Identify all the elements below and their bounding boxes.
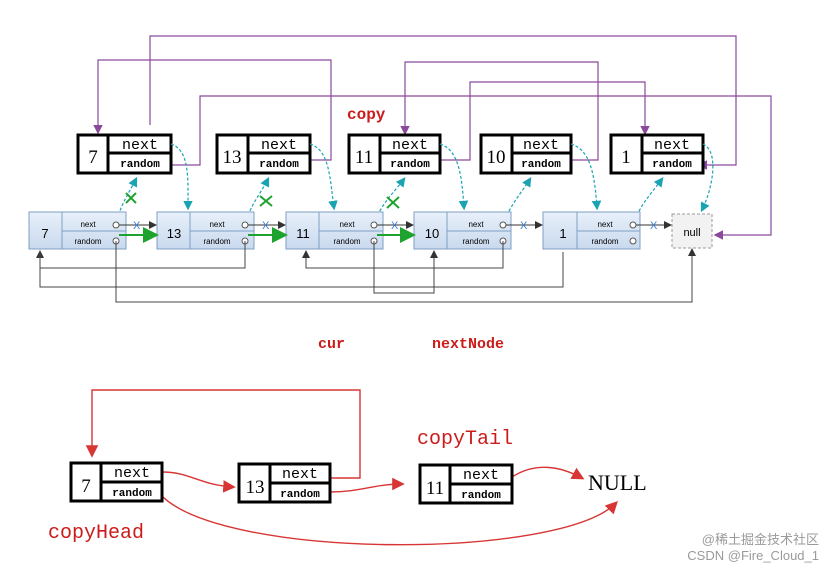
original-node-value: 10 [425, 226, 439, 241]
copied-node-value: 11 [355, 147, 373, 168]
copied-node: 13 next random [215, 133, 312, 175]
original-node-value: 13 [167, 226, 181, 241]
random-label: random [333, 237, 360, 246]
bottom-links [85, 389, 618, 546]
next-label: next [339, 220, 355, 229]
random-label: random [462, 237, 489, 246]
copied-node-value: 10 [487, 147, 506, 168]
next-label: next [468, 220, 484, 229]
original-node-value: 11 [296, 226, 310, 241]
next-label: next [463, 467, 499, 484]
null-label: null [683, 227, 700, 239]
null-node: null [671, 213, 713, 249]
random-label: random [390, 159, 430, 171]
watermark-line-1: @稀土掘金技术社区 [701, 532, 819, 547]
next-label: next [209, 220, 225, 229]
copied-node-value: 1 [621, 147, 631, 168]
random-label: random [280, 489, 320, 501]
next-label: next [282, 466, 318, 483]
copied-node-value: 7 [88, 147, 98, 168]
random-label: random [74, 237, 101, 246]
next-node-label: nextNode [432, 336, 504, 353]
watermark: @稀土掘金技术社区 CSDN @Fire_Cloud_1 [687, 532, 819, 564]
copy-list-node: 13 next random [237, 462, 332, 504]
copied-node-value: 13 [223, 147, 242, 168]
copy-list-node: 11 next random [418, 463, 514, 505]
blue-cut-marks: X X X X X [133, 220, 658, 232]
copy-list-node-value: 13 [246, 477, 265, 498]
random-label: random [591, 237, 618, 246]
cut-mark: X [391, 220, 399, 232]
next-label: next [392, 137, 428, 154]
copy-random-links [93, 35, 772, 240]
original-node-value: 1 [559, 226, 566, 241]
original-node: 7 next random [28, 211, 127, 250]
next-label: next [654, 137, 690, 154]
copy-next-links [170, 143, 714, 213]
copy-list-node: 7 next random [69, 461, 164, 503]
random-label: random [259, 159, 299, 171]
next-label: next [597, 220, 613, 229]
random-label: random [120, 159, 160, 171]
next-label: next [114, 465, 150, 482]
copied-node: 1 next random [609, 133, 705, 175]
cut-mark: X [262, 220, 270, 232]
cur-label: cur [318, 336, 345, 353]
copy-head-label: copyHead [48, 522, 144, 545]
copied-node: 7 next random [76, 133, 173, 175]
original-node: 13 next random [156, 211, 255, 250]
next-label: next [80, 220, 96, 229]
cut-mark: X [133, 220, 141, 232]
next-label: next [523, 137, 559, 154]
copied-node: 10 next random [479, 133, 573, 175]
original-node: 1 next random [542, 211, 641, 250]
next-label: next [122, 137, 158, 154]
random-label: random [652, 159, 692, 171]
random-label: random [203, 237, 230, 246]
original-random-links [36, 241, 696, 303]
copy-label: copy [347, 106, 386, 124]
random-label: random [461, 490, 501, 502]
copy-list-node-value: 11 [426, 478, 444, 499]
cut-mark: X [650, 220, 658, 232]
null-terminal-label: NULL [588, 470, 647, 495]
original-node-value: 7 [41, 226, 48, 241]
random-label: random [112, 488, 152, 500]
watermark-line-2: CSDN @Fire_Cloud_1 [687, 548, 819, 563]
copy-list-node-value: 7 [81, 476, 91, 497]
random-label: random [521, 159, 561, 171]
next-label: next [261, 137, 297, 154]
original-node: 10 next random [413, 211, 512, 250]
cut-mark: X [520, 220, 528, 232]
copied-node: 11 next random [347, 133, 442, 175]
copy-tail-label: copyTail [417, 428, 513, 451]
cut-marks [125, 192, 400, 209]
original-node: 11 next random [285, 211, 384, 250]
